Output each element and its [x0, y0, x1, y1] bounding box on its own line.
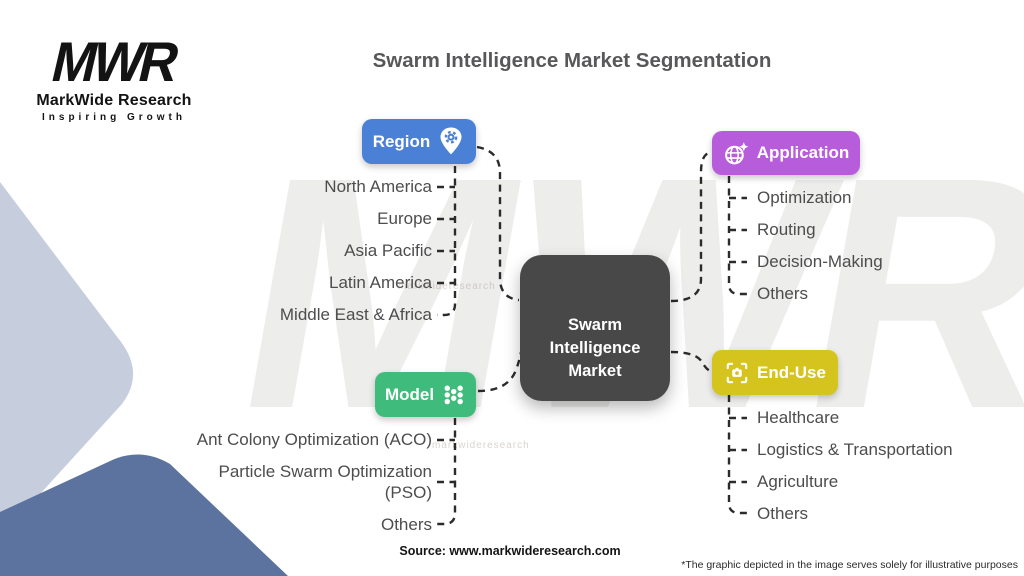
source-attribution: Source: www.markwideresearch.com — [399, 544, 621, 558]
application-node-label: Application — [756, 143, 850, 162]
swarm-dots-icon — [441, 382, 466, 407]
application-item: Others — [757, 284, 809, 303]
region-spine-line — [437, 166, 457, 317]
region-center-link — [476, 145, 520, 302]
region-item: Latin America — [329, 273, 432, 292]
region-branch-node: Region — [362, 119, 476, 164]
application-branch-node: Application — [712, 131, 860, 175]
dark-corner-shape — [0, 454, 288, 576]
enduse-item: Logistics & Transportation — [757, 440, 953, 459]
page-title: Swarm Intelligence Market Segmentation — [372, 49, 772, 72]
region-node-label: Region — [372, 131, 431, 151]
region-item: North America — [324, 177, 432, 196]
location-pin-gear-icon — [437, 126, 465, 157]
region-item: Europe — [377, 209, 432, 228]
model-item: Particle Swarm Optimization (PSO) — [218, 462, 432, 502]
model-node-label: Model — [384, 384, 435, 404]
model-item: Others — [380, 515, 432, 534]
enduse-branch-node: End-Use — [712, 350, 838, 395]
logo-mark: MWR — [46, 30, 183, 93]
application-spine-line — [727, 176, 747, 296]
markwide-research-logo: MWR MarkWide Research Inspiring Growth — [32, 30, 196, 123]
disclaimer-note: *The graphic depicted in the image serve… — [681, 559, 1018, 571]
enduse-item: Agriculture — [757, 472, 839, 491]
region-item: Middle East & Africa — [279, 305, 432, 324]
logo-company-name: MarkWide Research — [36, 92, 192, 109]
watermark-text: markwideresearch — [432, 440, 530, 451]
model-branch-node: Model — [375, 372, 476, 417]
application-item: Optimization — [757, 188, 852, 207]
model-center-link — [477, 351, 523, 393]
application-item: Decision-Making — [757, 252, 883, 271]
watermark-text: markwideresearch — [398, 281, 496, 292]
model-item: Ant Colony Optimization (ACO) — [196, 430, 432, 449]
logo-tagline: Inspiring Growth — [42, 112, 186, 123]
frame-scan-camera-icon — [724, 360, 750, 386]
light-corner-shape — [0, 182, 134, 538]
enduse-item: Healthcare — [757, 408, 840, 427]
enduse-center-link — [670, 350, 714, 374]
model-spine-line — [437, 418, 457, 526]
application-center-link — [670, 150, 713, 303]
globe-sparkle-icon — [723, 141, 750, 166]
application-item: Routing — [757, 220, 816, 239]
central-market-node: Swarm Intelligence Market — [520, 255, 670, 401]
enduse-node-label: End-Use — [757, 362, 826, 382]
region-item: Asia Pacific — [344, 241, 432, 260]
enduse-item: Others — [757, 504, 809, 523]
enduse-spine-line — [727, 395, 747, 515]
